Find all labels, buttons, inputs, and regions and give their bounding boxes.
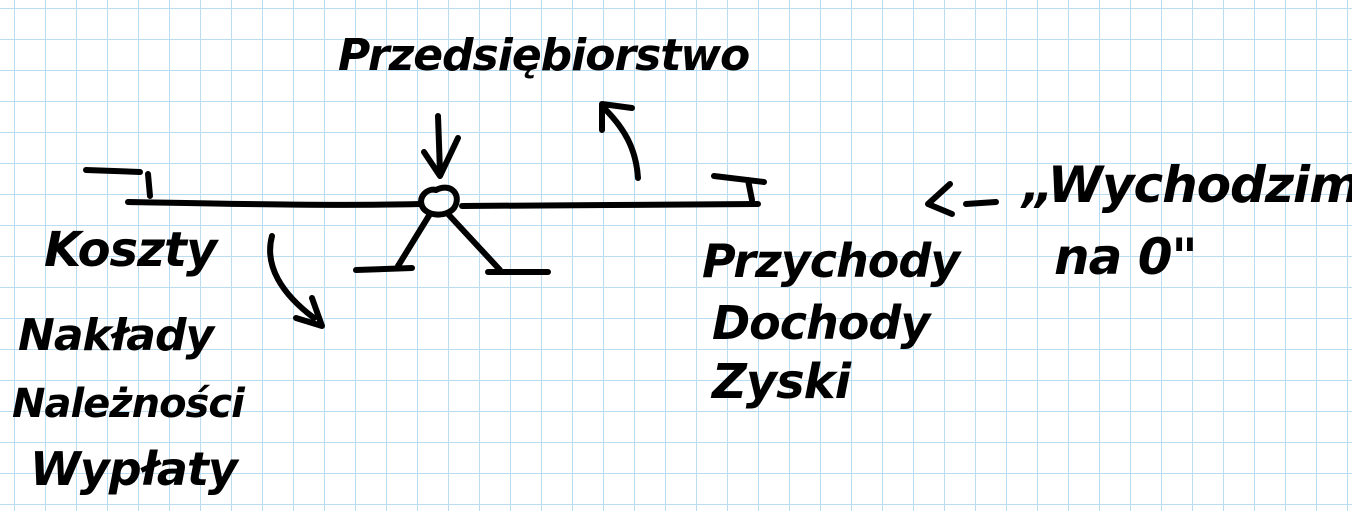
- company-title: Przedsiębiorstwo: [338, 30, 750, 81]
- balance-beam: [125, 199, 761, 209]
- left-item-costs: Koszty: [44, 222, 217, 278]
- right-item-income: Dochody: [712, 296, 930, 350]
- break-even-note-line2: na 0": [1054, 228, 1198, 286]
- left-beam-tick: [83, 167, 153, 199]
- fulcrum-legs: [395, 211, 503, 273]
- left-item-expenditures: Nakłady: [18, 310, 214, 361]
- left-item-liabilities: Należności: [12, 381, 245, 427]
- right-beam-tick: [711, 173, 767, 203]
- fulcrum-feet: [353, 265, 551, 275]
- break-even-note-line1: „Wychodzimy: [1022, 156, 1352, 214]
- right-item-profits: Zyski: [712, 354, 851, 410]
- right-item-revenues: Przychody: [702, 234, 960, 288]
- down-curved-arrow-icon: [267, 233, 325, 329]
- down-arrow-to-pivot-icon: [421, 113, 461, 179]
- left-item-payouts: Wypłaty: [30, 442, 238, 496]
- left-arrow-icon: [925, 181, 999, 217]
- fulcrum-pivot: [418, 184, 460, 218]
- up-curved-arrow-icon: [599, 101, 641, 181]
